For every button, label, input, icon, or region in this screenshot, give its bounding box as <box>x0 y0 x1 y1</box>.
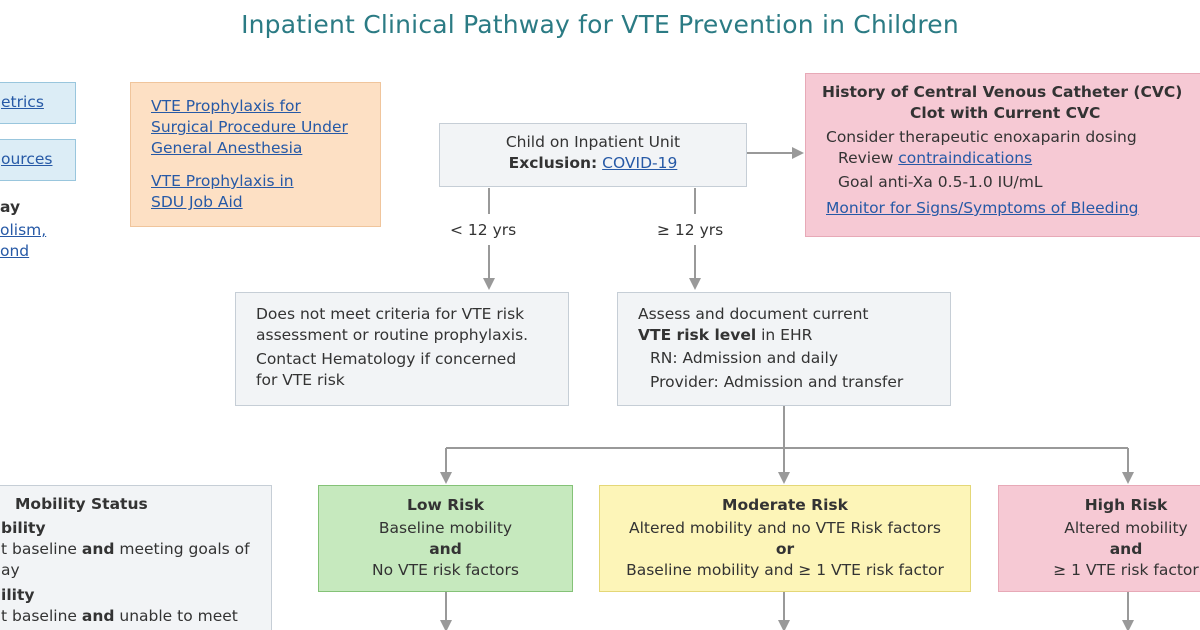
cvc-box-title: History of Central Venous Catheter (CVC) <box>822 83 1183 101</box>
high-risk-and: and <box>1109 540 1143 558</box>
high-risk-title: High Risk <box>1084 496 1168 514</box>
mobility-item-1-and: and <box>81 540 115 558</box>
moderate-risk-line1: Altered mobility and no VTE Risk factors <box>628 519 942 537</box>
low-risk-title: Low Risk <box>406 496 485 514</box>
under-12-box: Does not meet criteria for VTE risk asse… <box>235 292 569 406</box>
mobility-item-2-and: and <box>81 607 115 625</box>
mobility-status-title: Mobility Status <box>15 495 148 513</box>
low-risk-and: and <box>429 540 462 558</box>
surgical-links-box: VTE Prophylaxis for Surgical Procedure U… <box>130 82 381 227</box>
cvc-review-label: Review <box>838 149 894 167</box>
rn-frequency-text: RN: Admission and daily <box>650 349 838 367</box>
high-risk-box: High Risk Altered mobility and ≥ 1 VTE r… <box>998 485 1200 592</box>
assess-text: Assess and document current <box>638 305 869 323</box>
cvc-clot-box: History of Central Venous Catheter (CVC)… <box>805 73 1200 237</box>
page-title: Inpatient Clinical Pathway for VTE Preve… <box>241 10 959 39</box>
mobility-item-2-heading: ility <box>1 586 35 604</box>
branch-label-under-12: < 12 yrs <box>450 221 517 239</box>
under-12-text: Does not meet criteria for VTE risk <box>256 305 525 323</box>
sdu-link-line[interactable]: VTE Prophylaxis in <box>151 172 294 190</box>
vte-prophylaxis-sdu-link[interactable]: VTE Prophylaxis in SDU Job Aid <box>151 171 380 213</box>
sidebar-link-resources[interactable]: ources <box>0 139 76 181</box>
moderate-risk-box: Moderate Risk Altered mobility and no VT… <box>599 485 971 592</box>
sdu-link-line[interactable]: SDU Job Aid <box>151 193 243 211</box>
sidebar-heading: ay <box>0 198 21 216</box>
contraindications-link[interactable]: contraindications <box>898 149 1033 167</box>
branch-label-12-and-over: ≥ 12 yrs <box>657 221 724 239</box>
low-risk-box: Low Risk Baseline mobility and No VTE ri… <box>318 485 573 592</box>
high-risk-line1: Altered mobility <box>1064 519 1188 537</box>
vte-prophylaxis-surgical-link[interactable]: VTE Prophylaxis for Surgical Procedure U… <box>151 96 380 159</box>
mobility-item-1-heading: bility <box>1 519 46 537</box>
contact-hematology-text: for VTE risk <box>256 371 345 389</box>
monitor-bleeding-link[interactable]: Monitor for Signs/Symptoms of Bleeding <box>826 199 1139 217</box>
under-12-text: assessment or routine prophylaxis. <box>256 326 529 344</box>
surgical-link-line[interactable]: VTE Prophylaxis for <box>151 97 301 115</box>
start-node-box: Child on Inpatient Unit Exclusion: COVID… <box>439 123 747 187</box>
provider-frequency-text: Provider: Admission and transfer <box>650 373 904 391</box>
mobility-status-box: Mobility Status bility t baseline and me… <box>0 485 272 630</box>
mobility-item-2-text: t baseline and unable to meet <box>1 606 271 627</box>
contact-hematology-text: Contact Hematology if concerned <box>256 350 517 368</box>
assess-risk-box: Assess and document current VTE risk lev… <box>617 292 951 406</box>
in-ehr-text: in EHR <box>756 326 813 344</box>
high-risk-line2: ≥ 1 VTE risk factor <box>1053 561 1199 579</box>
vte-risk-level-text: VTE risk level <box>638 326 757 344</box>
sidebar-link-metrics-text[interactable]: etrics <box>1 93 44 111</box>
mobility-item-2-post: unable to meet <box>114 607 238 625</box>
moderate-risk-line2: Baseline mobility and ≥ 1 VTE risk facto… <box>626 561 944 579</box>
sidebar-link-and[interactable]: ond <box>0 242 30 260</box>
mobility-item-1-line2: ay <box>1 561 20 579</box>
mobility-item-1-post: meeting goals of <box>114 540 250 558</box>
moderate-risk-or: or <box>775 540 795 558</box>
surgical-link-line[interactable]: Surgical Procedure Under <box>151 118 348 136</box>
sidebar-link-metrics[interactable]: etrics <box>0 82 76 124</box>
mobility-item-1-pre: t baseline <box>1 540 82 558</box>
cvc-goal-text: Goal anti-Xa 0.5-1.0 IU/mL <box>838 173 1043 191</box>
exclusion-label: Exclusion: <box>508 154 598 172</box>
surgical-link-line[interactable]: General Anesthesia <box>151 139 303 157</box>
covid-19-link[interactable]: COVID-19 <box>602 154 678 172</box>
mobility-item-1-text: t baseline and meeting goals of <box>1 539 271 560</box>
low-risk-line1: Baseline mobility <box>378 519 513 537</box>
mobility-item-2-pre: t baseline <box>1 607 82 625</box>
cvc-box-subtitle: Clot with Current CVC <box>910 104 1101 122</box>
moderate-risk-title: Moderate Risk <box>722 496 848 514</box>
cvc-consider-text: Consider therapeutic enoxaparin dosing <box>826 128 1137 146</box>
low-risk-line2: No VTE risk factors <box>372 561 519 579</box>
sidebar-link-resources-text[interactable]: ources <box>1 150 53 168</box>
start-node-text: Child on Inpatient Unit <box>505 133 681 151</box>
sidebar-link-thromboembolism[interactable]: olism, <box>0 221 47 239</box>
